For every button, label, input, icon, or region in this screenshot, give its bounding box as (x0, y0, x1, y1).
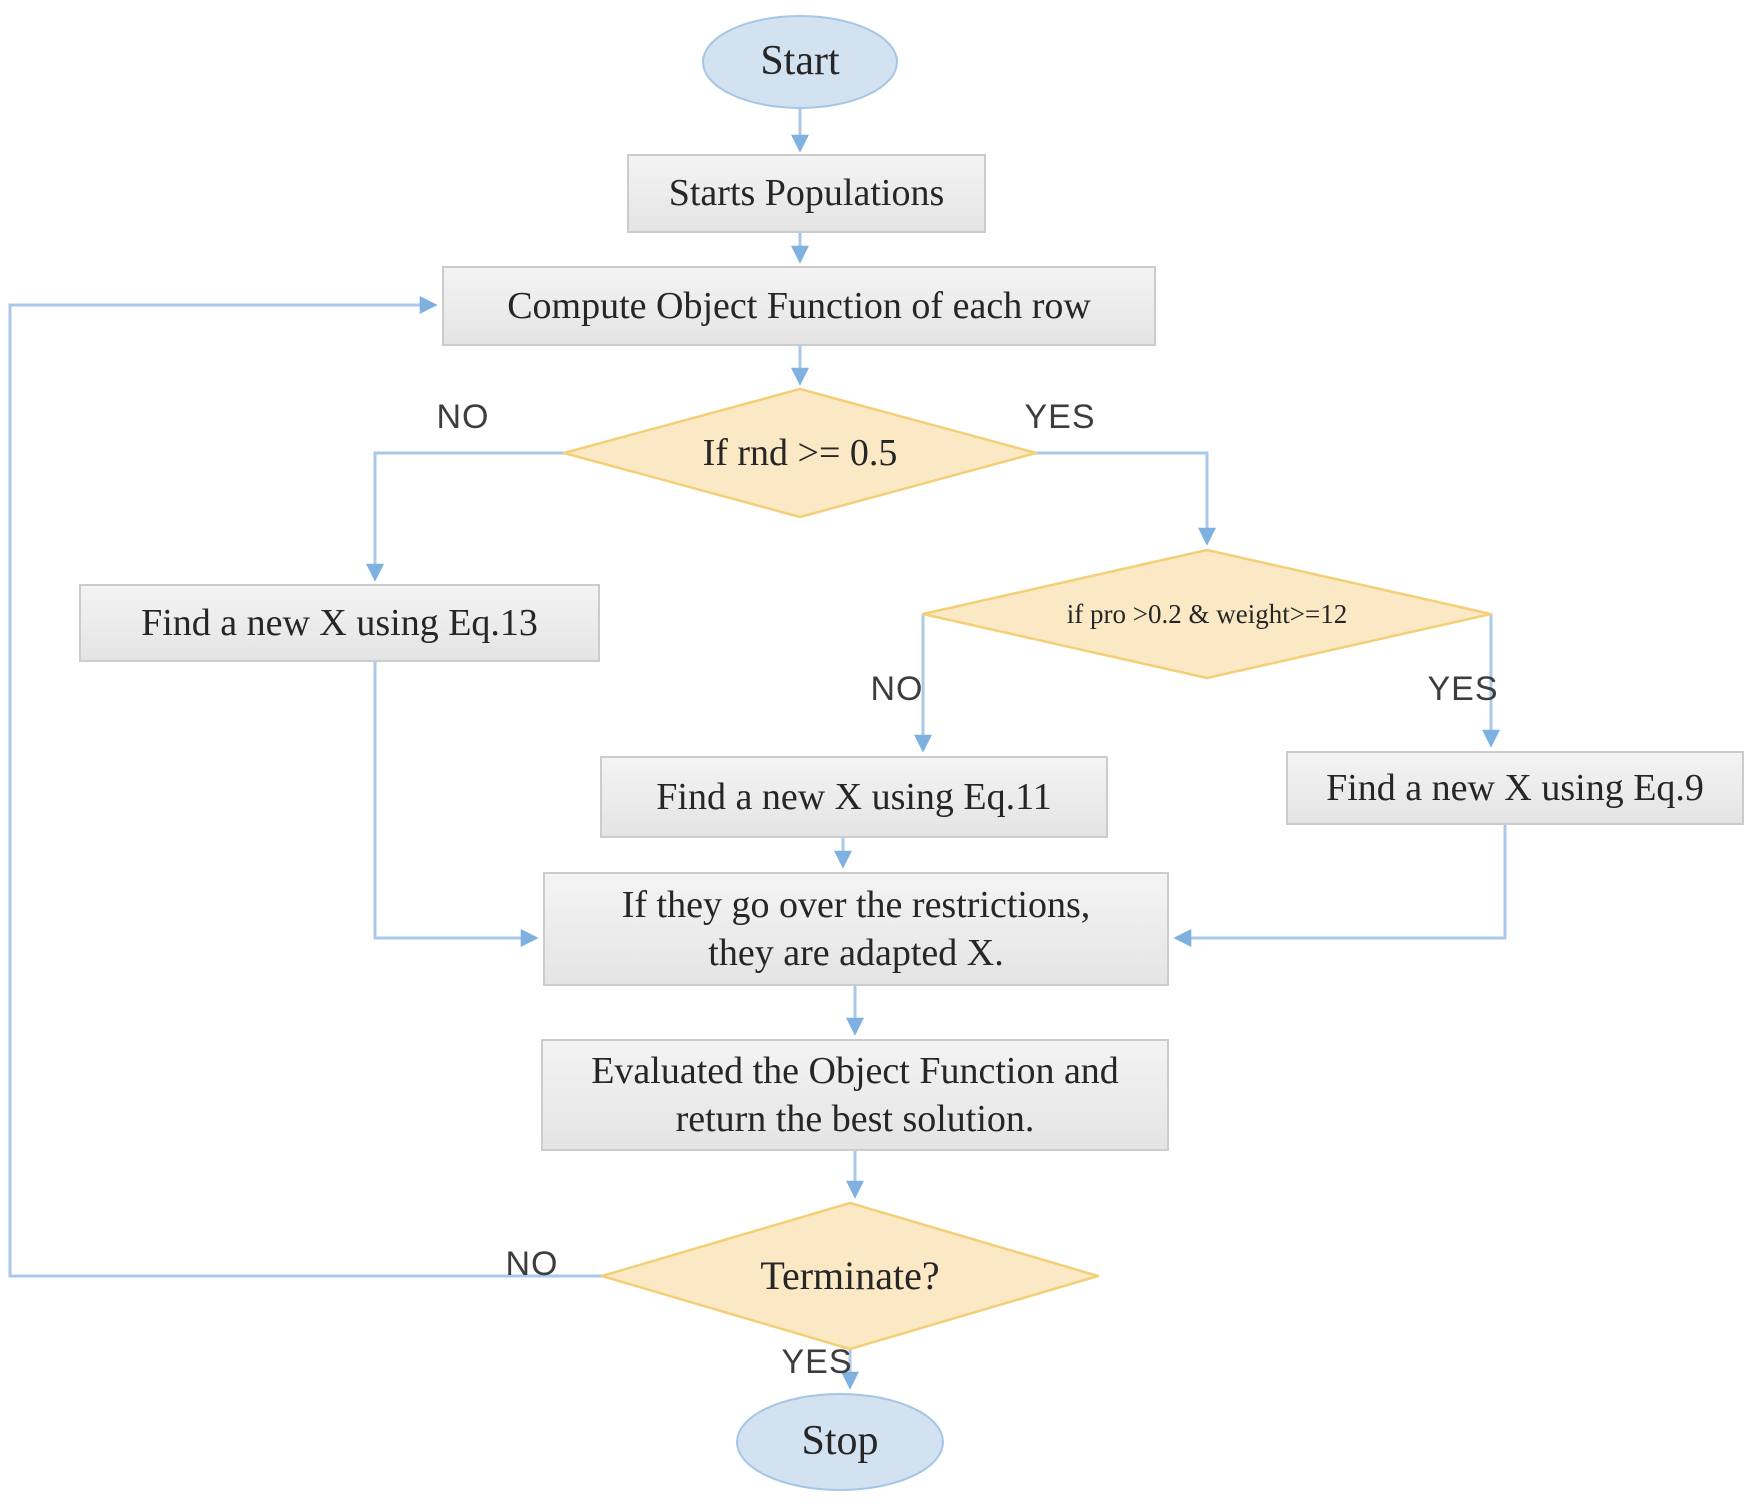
edge-rnd-yes-to-pro-decision (1036, 451, 1216, 546)
edge-terminate-no-loop-to-compute (8, 296, 602, 1278)
init-population-shape (627, 154, 986, 233)
eq9-shape (1286, 751, 1744, 825)
pro-weight-decision-shape (921, 548, 1493, 680)
adapt-shape (543, 872, 1169, 986)
stop-terminator-shape (736, 1393, 944, 1491)
start-terminator-shape (702, 15, 898, 109)
eq11-shape (600, 756, 1108, 838)
evaluate-shape (541, 1039, 1169, 1151)
rnd-decision-shape (562, 387, 1038, 519)
edge-eq9-to-adapt (1173, 824, 1507, 947)
edge-eq13-to-adapt (373, 661, 539, 947)
compute-objective-shape (442, 266, 1156, 346)
eq13-shape (79, 584, 600, 662)
terminate-decision-shape (600, 1201, 1100, 1351)
edge-rnd-no-to-eq13 (366, 451, 564, 582)
